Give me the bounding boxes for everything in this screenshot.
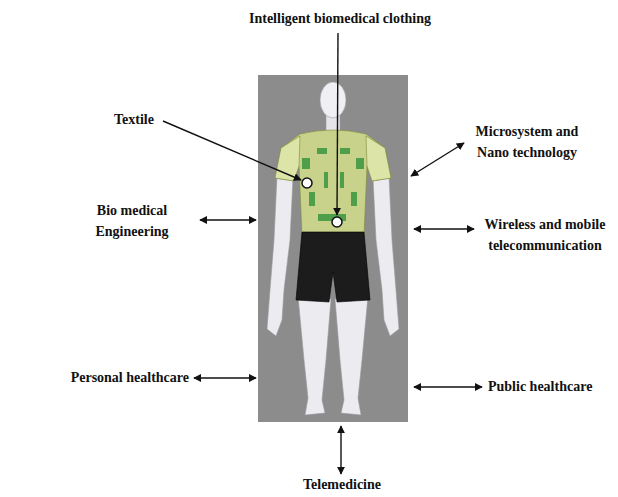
label-text: Textile xyxy=(114,112,154,127)
arrows xyxy=(163,33,482,474)
label-text: Telemedicine xyxy=(303,477,381,492)
annotation-label: Wireless and mobile telecommunication xyxy=(478,214,612,256)
label-text: Public healthcare xyxy=(488,379,592,394)
label-text: Intelligent biomedical clothing xyxy=(249,11,431,26)
annotation-label: Personal healthcare xyxy=(8,367,189,388)
double-arrow xyxy=(414,228,474,229)
pointer-arrow xyxy=(163,121,301,180)
double-arrow xyxy=(340,426,341,474)
double-arrow xyxy=(411,143,464,176)
annotation-label: Public healthcare xyxy=(488,376,612,397)
double-arrow xyxy=(414,386,482,387)
label-text: Microsystem and Nano technology xyxy=(476,124,579,160)
label-text: Bio medical Engineering xyxy=(95,203,168,239)
label-text: Personal healthcare xyxy=(71,370,189,385)
label-text: Wireless and mobile telecommunication xyxy=(485,217,606,253)
mannequin xyxy=(267,82,399,415)
double-arrow xyxy=(200,219,256,220)
annotation-label: Microsystem and Nano technology xyxy=(465,121,589,163)
double-arrow xyxy=(194,377,256,378)
pointer-arrow xyxy=(337,33,338,215)
annotation-label: Intelligent biomedical clothing xyxy=(200,8,480,29)
marker-dot xyxy=(332,217,342,227)
annotation-label: Textile xyxy=(96,109,172,130)
background-panel xyxy=(258,75,408,422)
marker-dot xyxy=(302,178,312,188)
annotation-label: Bio medical Engineering xyxy=(82,200,182,242)
annotation-label: Telemedicine xyxy=(262,474,422,495)
